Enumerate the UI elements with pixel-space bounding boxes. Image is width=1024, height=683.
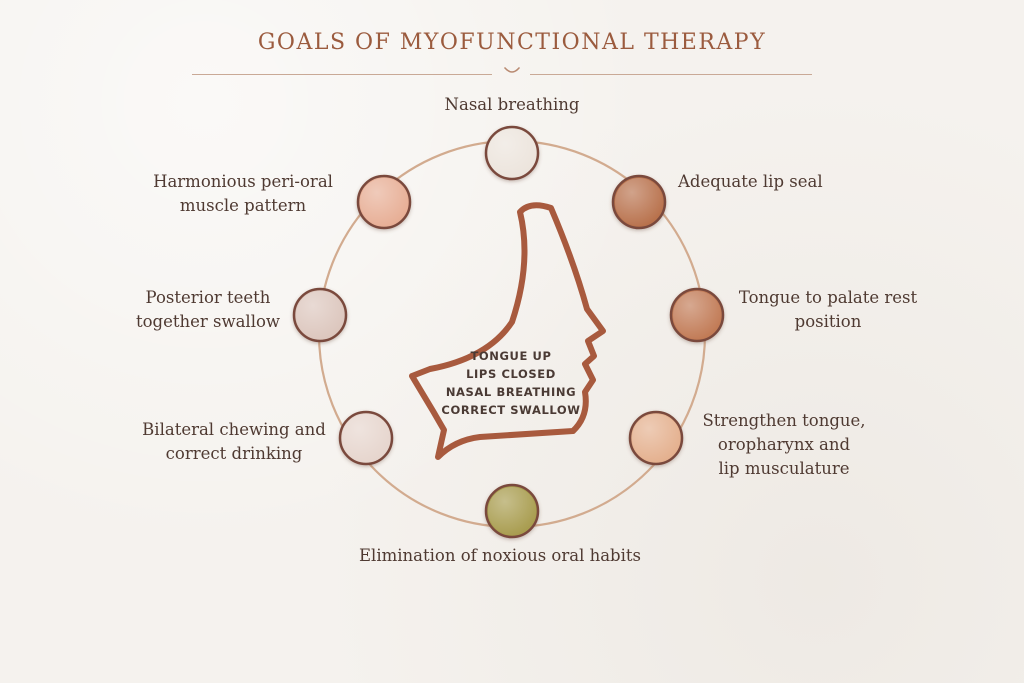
goal-label-line: correct drinking — [165, 444, 303, 463]
goal-label: Adequate lip seal — [678, 170, 823, 194]
goal-node-sheen — [488, 487, 536, 535]
goal-label-line: lip musculature — [718, 459, 850, 478]
goal-label-line: oropharynx and — [717, 435, 851, 454]
goal-node — [628, 410, 684, 466]
goal-node-sheen — [615, 178, 663, 226]
goal-node-sheen — [673, 291, 721, 339]
goal-label: Harmonious peri-oral muscle pattern — [153, 170, 333, 218]
goal-node-sheen — [342, 414, 390, 462]
goal-node-sheen — [296, 291, 344, 339]
title-rule-right — [530, 74, 812, 75]
goal-node — [292, 287, 348, 343]
center-line: CORRECT SWALLOW — [441, 403, 581, 417]
goal-label: Tongue to palate rest position — [739, 286, 917, 334]
goal-label-line: position — [794, 312, 862, 331]
face-profile-icon — [409, 202, 606, 460]
page-title: GOALS OF MYOFUNCTIONAL THERAPY — [257, 30, 767, 55]
goal-label: Strengthen tongue, oropharynx and lip musc… — [702, 409, 865, 481]
goal-node — [484, 125, 540, 181]
goal-label-line: Strengthen tongue, — [702, 411, 866, 430]
goal-label: Posterior teeth together swallow — [136, 286, 280, 334]
title-rule-left — [192, 74, 492, 75]
title-ornament-icon — [504, 67, 520, 73]
goal-node-sheen — [360, 178, 408, 226]
goal-label-line: Bilateral chewing and — [142, 420, 326, 439]
goal-node — [611, 174, 667, 230]
goal-label-line: Posterior teeth — [145, 288, 271, 307]
goal-label: Bilateral chewing and correct drinking — [142, 418, 326, 466]
goal-label-line: Tongue to palate rest — [738, 288, 918, 307]
goal-node-sheen — [488, 129, 536, 177]
goal-label-line: Harmonious peri-oral — [153, 172, 333, 191]
goal-node — [356, 174, 412, 230]
goal-label-line: Nasal breathing — [444, 95, 580, 114]
center-line: NASAL BREATHING — [445, 385, 577, 399]
goal-label-line: together swallow — [135, 312, 281, 331]
goal-node — [669, 287, 725, 343]
goal-node — [484, 483, 540, 539]
center-message: TONGUE UP LIPS CLOSED NASAL BREATHING CO… — [436, 347, 586, 419]
goal-label: Elimination of noxious oral habits — [359, 544, 641, 568]
goal-label-line: muscle pattern — [179, 196, 307, 215]
goal-node-sheen — [632, 414, 680, 462]
goal-label-line: Adequate lip seal — [678, 172, 823, 191]
goal-label: Nasal breathing — [445, 93, 580, 117]
goal-label-line: Elimination of noxious oral habits — [359, 546, 641, 565]
center-line: LIPS CLOSED — [466, 367, 556, 381]
goal-node — [338, 410, 394, 466]
center-line: TONGUE UP — [470, 349, 552, 363]
